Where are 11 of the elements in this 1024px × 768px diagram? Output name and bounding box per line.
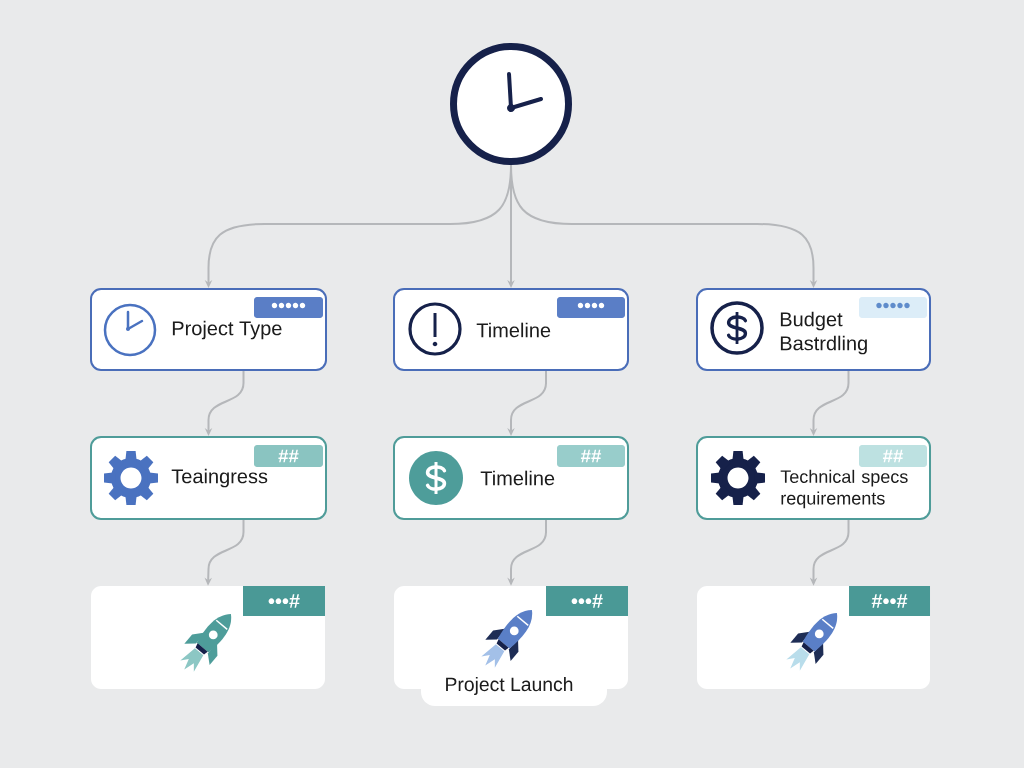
tag: ## [557,445,625,467]
tag: •••• [557,297,625,318]
tag: •••# [546,586,628,616]
clock-face [450,43,572,165]
tag: ## [859,445,927,467]
arrow [510,164,818,288]
tag: ••••• [254,297,323,318]
tag: #••# [849,586,930,616]
tag: •••# [243,586,325,616]
tag: ## [254,445,323,467]
tag: ••••• [859,297,927,318]
